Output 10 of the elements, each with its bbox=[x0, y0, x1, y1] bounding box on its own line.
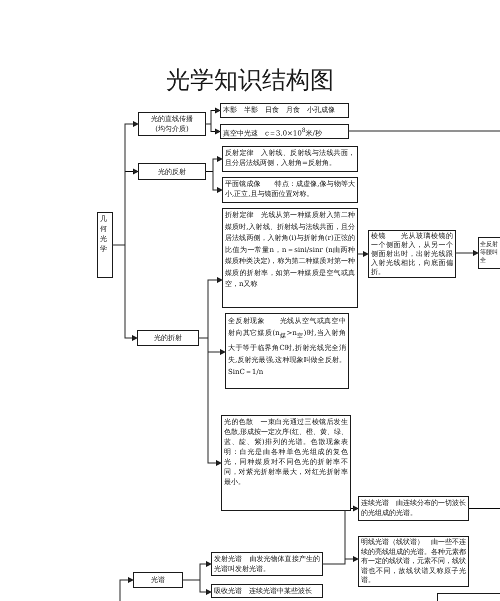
connector-arrow bbox=[456, 250, 479, 256]
title: 光学知识结构图 bbox=[165, 65, 335, 96]
connector-arrow bbox=[322, 556, 359, 564]
connector-arrow bbox=[182, 580, 212, 595]
connector-arrow bbox=[206, 171, 223, 193]
connector-arrow bbox=[112, 244, 138, 341]
connector-arrow bbox=[206, 124, 221, 134]
connector-arrow bbox=[358, 251, 369, 257]
connector-arrow bbox=[198, 338, 222, 466]
connector-arrow bbox=[120, 577, 134, 601]
